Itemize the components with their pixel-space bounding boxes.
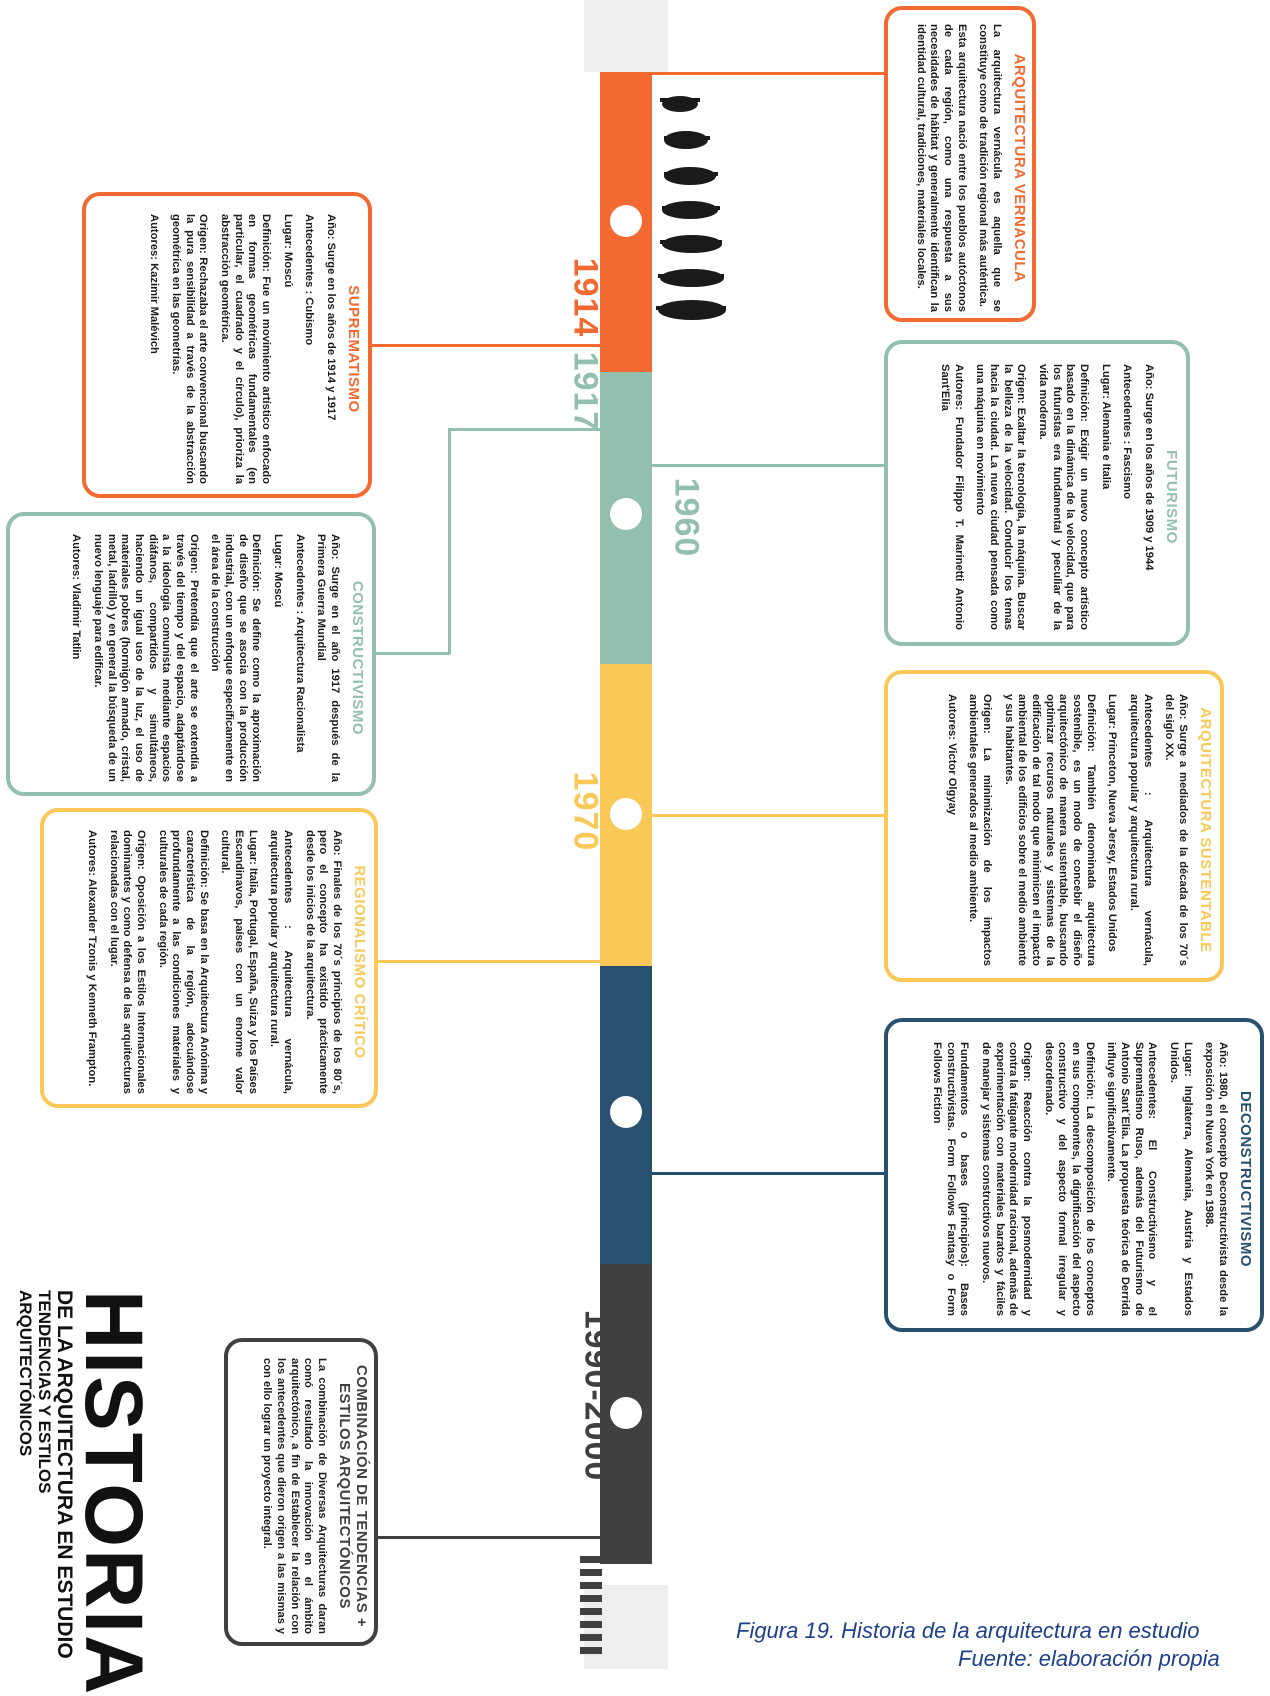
card-text: Autores: Fundador Filippo T. Marinetti A… (939, 364, 965, 630)
card-text: Autores: Vladimir Tatlin (70, 534, 83, 660)
card-text: Antecedentes: El Constructivismo y el Su… (1105, 1042, 1159, 1316)
card-text: Lugar: Alemania e Italia (1099, 364, 1112, 490)
timeline-dot-4 (610, 1096, 642, 1128)
timeline-dot-5 (610, 1397, 642, 1429)
card-text: Origen: Reacción contra la posmodernidad… (980, 1042, 1034, 1316)
card-text: Año: Finales de los 70´s principios de l… (303, 830, 343, 1094)
card-text: Antecedentes : Arquitectura Racionalista (293, 534, 306, 753)
card-title: ARQUITECTURA SUSTENTABLE (1197, 707, 1214, 953)
card-deconstructivismo: DECONSTRUCTIVISMO Año: 1980, el concepto… (884, 1018, 1264, 1332)
connector-futurismo-h (652, 464, 884, 467)
connector-suprematismo (368, 344, 600, 347)
card-text: Año: 1980, el concepto Deconstructivista… (1203, 1042, 1229, 1316)
card-constructivismo: CONSTRUCTIVISMO Año: Surge en el año 191… (6, 512, 376, 796)
card-title: SUPREMATISMO (345, 285, 362, 413)
card-text: Lugar: Princeton, Nueva Jersey, Estados … (1106, 694, 1119, 952)
card-title: FUTURISMO (1163, 450, 1180, 544)
card-text: Fundamentos o bases (principios): Bases … (931, 1042, 971, 1316)
card-title: CONSTRUCTIVISMO (349, 580, 366, 736)
card-title: ARQUITECTURA VERNACULA (1011, 53, 1028, 283)
year-1980: 1980 (667, 1077, 706, 1158)
figure-caption: Figura 19. Historia de la arquitectura e… (736, 1618, 1200, 1643)
card-text: La combinación de Diversas Arquitecturas… (261, 1358, 328, 1634)
card-text: Origen: Exaltar la tecnología, la máquin… (974, 364, 1028, 630)
card-text: Antecedentes : Fascismo (1121, 364, 1134, 499)
year-1914: 1914 (566, 257, 605, 338)
card-text: Origen: La minimización de los impactos … (967, 694, 994, 966)
card-text: Antecedentes : Cubismo (303, 214, 316, 346)
connector-deconstructivismo (652, 1172, 884, 1175)
card-text: Definición: Exigir un nuevo concepto art… (1037, 364, 1091, 630)
card-regionalismo-critico: REGIONALISMO CRÍTICO Año: Finales de los… (40, 808, 378, 1108)
card-text: Definición: Se define como la aproximaci… (209, 534, 263, 782)
figure-source: Fuente: elaboración propia (958, 1646, 1220, 1671)
year-1990-2000: 1990-2000 (577, 1309, 616, 1482)
card-text: Antecedentes : Arquitectura vernácula, a… (1128, 694, 1154, 966)
card-arquitectura-vernacula: ARQUITECTURA VERNACULA La arquitectura v… (884, 6, 1036, 322)
connector-constructivismo-h2 (372, 652, 450, 655)
card-text: Lugar: Inglaterra, Alemania, Austria y E… (1168, 1042, 1194, 1316)
connector-combinacion (377, 1536, 600, 1539)
card-text: Autores: Victor Olgyay (945, 694, 958, 816)
card-title: REGIONALISMO CRÍTICO (351, 865, 368, 1059)
card-text: Año: Surge en los años de 1909 y 1944 (1143, 364, 1155, 571)
card-text: Origen: Oposición a los Estilos Internac… (107, 830, 148, 1094)
card-title: COMBINACIÓN DE TENDENCIAS + ESTILOS ARQU… (336, 1364, 370, 1628)
connector-vernacula (626, 72, 884, 75)
card-combinacion-tendencias: COMBINACIÓN DE TENDENCIAS + ESTILOS ARQU… (224, 1338, 378, 1646)
card-text: Origen: Rechazaba el arte convencional b… (170, 214, 210, 484)
card-text: Año: Surge en el año 1917 después de la … (315, 534, 341, 782)
card-text: Definición: Se basa en la Arquitectura A… (156, 830, 210, 1094)
year-1970: 1970 (566, 771, 605, 852)
card-text: La arquitectura vernácula es aquella que… (977, 24, 1003, 312)
year-1960: 1960 (667, 477, 706, 558)
card-suprematismo: SUPREMATISMO Año: Surge en los años de 1… (82, 192, 372, 498)
heading-subtitle: DE LA ARQUITECTURA EN ESTUDIO (53, 1290, 77, 1659)
card-text: Año: Surge a mediados de la década de lo… (1163, 694, 1189, 966)
card-futurismo: FUTURISMO Año: Surge en los años de 1909… (884, 340, 1190, 646)
card-text: Definición: También denominada arquitect… (1002, 694, 1097, 966)
card-text: Definición: La descomposición de los con… (1042, 1042, 1096, 1316)
timeline-dot-1 (610, 205, 642, 237)
heading-title: HISTORIA (68, 1290, 159, 1696)
timeline-lead-top (584, 0, 668, 72)
card-title: DECONSTRUCTIVISMO (1237, 1090, 1254, 1267)
connector-regionalismo (378, 960, 600, 963)
timeline-dashes (580, 1556, 602, 1656)
card-text: Esta arquitectura nació entre los pueblo… (914, 24, 968, 312)
card-text: Autores: Alexander Tzonis y Kenneth Fram… (86, 830, 99, 1087)
timeline-dot-2 (610, 498, 642, 530)
connector-sustentable (652, 814, 884, 817)
card-text: Definición: Fue un movimiento artístico … (219, 214, 273, 484)
card-text: Autores: Kazimir Malévich (148, 214, 161, 354)
year-1917: 1917 (566, 351, 605, 432)
card-text: Lugar: Italia, Portugal, España, Suiza y… (219, 830, 259, 1094)
heading-subtitle-2: TENDENCIAS Y ESTILOS ARQUITECTÓNICOS (16, 1290, 55, 1494)
timeline-dot-3 (610, 798, 642, 830)
card-text: Antecedentes : Arquitectura vernácula, a… (268, 830, 295, 1094)
connector-constructivismo-v (448, 428, 451, 654)
connector-constructivismo-h1 (448, 428, 600, 431)
human-evolution-icon (656, 96, 726, 320)
card-text: Lugar: Moscú (281, 214, 294, 288)
card-text: Año: Surge en los años de 1914 y 1917 (325, 214, 337, 421)
heading-block: HISTORIA DE LA ARQUITECTURA EN ESTUDIO T… (0, 1290, 159, 1696)
card-arquitectura-sustentable: ARQUITECTURA SUSTENTABLE Año: Surge a me… (884, 670, 1224, 982)
card-text: Lugar: Moscú (272, 534, 285, 608)
card-text: Origen: Pretendía que el arte se extendí… (92, 534, 200, 782)
